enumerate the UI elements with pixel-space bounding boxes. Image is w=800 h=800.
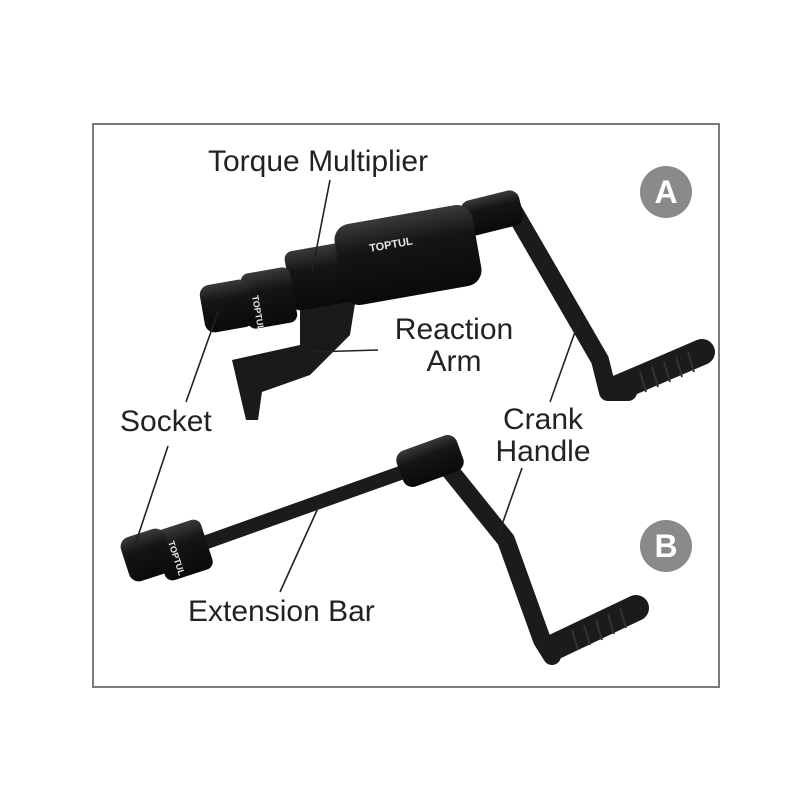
badge-b: B [640, 520, 692, 572]
torque-multiplier-body: TOPTUL [284, 205, 482, 311]
assembly-b: TOPTUL [120, 435, 649, 665]
label-reaction-arm-line2: Arm [426, 345, 482, 378]
label-reaction-arm: Reaction Arm [384, 314, 524, 378]
leader-socket-a [185, 311, 219, 403]
socket-b: TOPTUL [120, 519, 213, 582]
assembly-a: TOPTUL TOPTUL [199, 190, 715, 420]
leader-lines [133, 179, 581, 593]
leader-reaction-arm [311, 349, 379, 353]
label-crank-handle-line1: Crank [502, 403, 584, 436]
leader-crank-b [497, 467, 523, 537]
leader-crank-a [549, 317, 581, 403]
socket-a: TOPTUL [199, 267, 298, 333]
label-socket: Socket [120, 405, 212, 438]
crank-handle-a [460, 190, 715, 401]
label-crank-handle: Crank Handle [488, 404, 598, 468]
extension-bar [183, 459, 427, 555]
leader-extension-bar [279, 507, 319, 593]
label-reaction-arm-line1: Reaction [394, 313, 514, 346]
label-extension-bar: Extension Bar [188, 595, 375, 628]
reaction-arm [232, 272, 360, 420]
label-crank-handle-line2: Handle [495, 435, 591, 468]
crank-handle-b [396, 435, 649, 665]
label-torque-multiplier: Torque Multiplier [208, 145, 429, 178]
leader-torque-multiplier [311, 179, 331, 273]
badge-a: A [640, 166, 692, 218]
leader-socket-b [133, 445, 169, 549]
